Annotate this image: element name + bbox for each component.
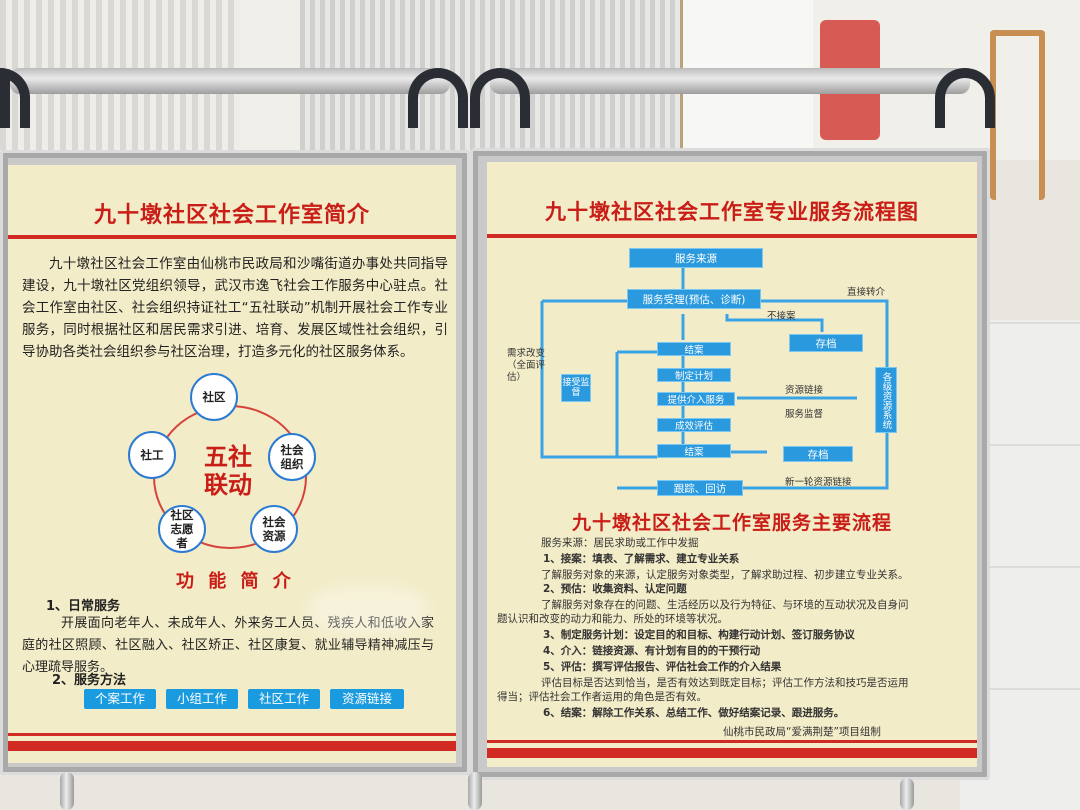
flow-close: 结案 bbox=[657, 444, 731, 458]
daily-service-heading: 1、日常服务 bbox=[46, 599, 121, 614]
bottom-divider bbox=[487, 740, 977, 743]
stand-corner-cap bbox=[935, 68, 995, 128]
wushe-center-line2: 联动 bbox=[204, 471, 252, 499]
stand-top-rail bbox=[10, 68, 450, 94]
flow-not-accepted: 不接案 bbox=[767, 311, 796, 322]
step-1-detail: 了解服务对象的来源，认定服务对象类型，了解求助过程、初步建立专业关系。 bbox=[541, 569, 909, 581]
node-shequ: 社区 bbox=[190, 373, 238, 421]
left-sign-panel: 九十墩社区社会工作室简介 九十墩社区社会工作室由仙桃市民政局和沙嘴街道办事处共同… bbox=[8, 165, 456, 763]
stand-leg bbox=[468, 772, 482, 810]
flow-followup: 跟踪、回访 bbox=[657, 480, 743, 496]
node-shehui-zuzhi: 社会组织 bbox=[268, 433, 316, 481]
flow-archive: 存档 bbox=[789, 334, 863, 352]
step-1-heading: 1、接案：填表、了解需求、建立专业关系 bbox=[543, 553, 740, 565]
intro-paragraph: 九十墩社区社会工作室由仙桃市民政局和沙嘴街道办事处共同指导建设，九十墩社区党组织… bbox=[22, 256, 448, 360]
flow-archive2: 存档 bbox=[783, 446, 853, 462]
method-case-work: 个案工作 bbox=[84, 689, 156, 709]
method-community-work: 社区工作 bbox=[248, 689, 320, 709]
right-sign-panel: 九十墩社区社会工作室专业服务流程图 服务来源 服务受理(预估、诊断) 直接转介 … bbox=[487, 162, 977, 767]
daily-service-text: 开展面向老年人、未成年人、外来务工人员、残疾人和低收入家庭的社区照顾、社区融入、… bbox=[22, 616, 434, 675]
node-shegong: 社工 bbox=[128, 431, 176, 479]
flow-systems: 各级资源系统 bbox=[875, 367, 897, 433]
title-divider bbox=[487, 234, 977, 238]
step-5-detail: 评估目标是否达到恰当，是否有效达到既定目标；评估工作方法和技巧是否运用得当；评估… bbox=[497, 677, 909, 703]
flow-case: 结案 bbox=[657, 342, 731, 356]
method-resource-link: 资源链接 bbox=[330, 689, 404, 709]
flow-supervision: 接受监督 bbox=[561, 374, 591, 402]
node-zhiyuanzhe: 社区志愿者 bbox=[158, 505, 206, 553]
step-source: 服务来源：居民求助或工作中发掘 bbox=[541, 537, 699, 549]
wushe-center: 五社 联动 bbox=[183, 443, 273, 499]
flow-intake: 服务受理(预估、诊断) bbox=[627, 289, 761, 309]
step-2-detail: 了解服务对象存在的问题、生活经历以及行为特征、与环境的互动状况及自身问题认识和改… bbox=[497, 599, 909, 625]
flow-plan: 制定计划 bbox=[657, 368, 731, 382]
stand-corner-cap bbox=[470, 68, 530, 128]
method-group-work: 小组工作 bbox=[166, 689, 238, 709]
stand-top-rail bbox=[490, 68, 970, 94]
flow-needs-change: 需求改变（全面评估） bbox=[507, 348, 546, 383]
flow-source: 服务来源 bbox=[629, 248, 763, 268]
wushe-center-line1: 五社 bbox=[204, 443, 252, 471]
main-flow-title: 九十墩社区社会工作室服务主要流程 bbox=[571, 512, 892, 534]
step-4-heading: 4、介入：链接资源、有计划有目的的干预行动 bbox=[543, 645, 761, 657]
right-title: 九十墩社区社会工作室专业服务流程图 bbox=[545, 200, 919, 224]
background-chair bbox=[990, 30, 1045, 200]
flow-connectors bbox=[540, 268, 889, 490]
flow-resource-link: 资源链接 bbox=[785, 385, 824, 396]
light-glare bbox=[308, 585, 428, 635]
step-2-heading: 2、预估：收集资料、认定问题 bbox=[543, 583, 687, 595]
footer-credit: 仙桃市民政局“爱满荆楚”项目组制 bbox=[723, 726, 881, 738]
step-5-heading: 5、评估：撰写评估报告、评估社会工作的介入结果 bbox=[543, 661, 782, 673]
step-6-heading: 6、结案：解除工作关系、总结工作、做好结案记录、跟进服务。 bbox=[543, 707, 845, 719]
stand-corner-cap bbox=[408, 68, 468, 128]
function-title: 功 能 简 介 bbox=[176, 571, 295, 592]
stand-leg bbox=[60, 772, 74, 810]
methods-heading: 2、服务方法 bbox=[52, 673, 127, 688]
step-3-heading: 3、制定服务计划：设定目的和目标、构建行动计划、签订服务协议 bbox=[543, 629, 855, 641]
flow-new-round: 新一轮资源链接 bbox=[785, 477, 852, 488]
bottom-divider bbox=[8, 733, 456, 736]
stand-corner-cap bbox=[0, 68, 30, 128]
flow-direct-referral: 直接转介 bbox=[847, 287, 886, 298]
bottom-bar bbox=[487, 748, 977, 758]
flow-service-supervision: 服务监督 bbox=[785, 409, 824, 420]
title-divider bbox=[8, 235, 456, 239]
bottom-bar bbox=[8, 741, 456, 751]
flow-evaluation: 成效评估 bbox=[657, 418, 731, 432]
stand-leg bbox=[900, 778, 914, 810]
left-title: 九十墩社区社会工作室简介 bbox=[93, 203, 370, 228]
node-shehui-ziyuan: 社会资源 bbox=[250, 505, 298, 553]
flow-intervention: 提供介入服务 bbox=[657, 392, 735, 406]
